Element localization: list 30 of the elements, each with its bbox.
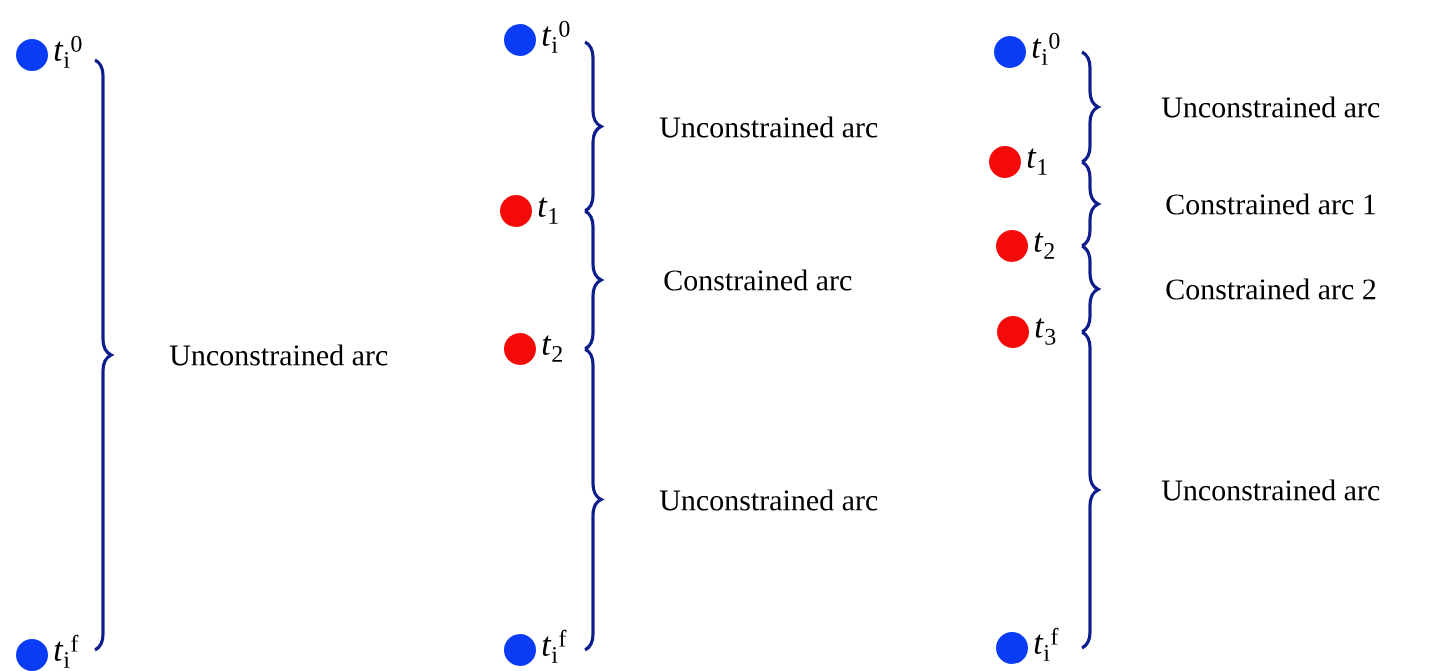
time-label: t$_{2}$ (1034, 232, 1054, 259)
arc-label: Unconstrained arc (1161, 96, 1380, 118)
time-label: t$_{2}$ (542, 335, 562, 362)
dot (504, 333, 536, 365)
time-label: t$_{i}$f (542, 629, 567, 663)
time-label: t$_{i}$0 (1032, 32, 1060, 65)
dot (504, 634, 536, 666)
time-label: t$_{1}$ (538, 197, 558, 224)
dot (500, 195, 532, 227)
time-label: t$_{1}$ (1027, 148, 1047, 175)
time-label: t$_{i}$0 (542, 20, 570, 53)
dot (16, 39, 48, 71)
time-label: t$_{3}$ (1035, 318, 1056, 345)
arc-label: Constrained arc (664, 269, 852, 291)
arc-label: Constrained arc 2 (1166, 278, 1376, 300)
dot (989, 146, 1021, 178)
arc-label: Unconstrained arc (1161, 479, 1380, 501)
time-label: t$_{i}$f (1034, 627, 1059, 661)
arc-label: Unconstrained arc (659, 489, 878, 511)
dot (994, 36, 1026, 68)
dot (504, 24, 536, 56)
arc-label: Constrained arc 1 (1166, 193, 1376, 215)
time-label: t$_{i}$f (54, 634, 79, 668)
dot (996, 230, 1028, 262)
time-label: t$_{i}$0 (54, 35, 82, 68)
dot (16, 639, 48, 671)
dot (996, 632, 1028, 664)
dot (997, 316, 1029, 348)
arc-label: Unconstrained arc (659, 116, 878, 138)
arc-label: Unconstrained arc (169, 344, 388, 366)
